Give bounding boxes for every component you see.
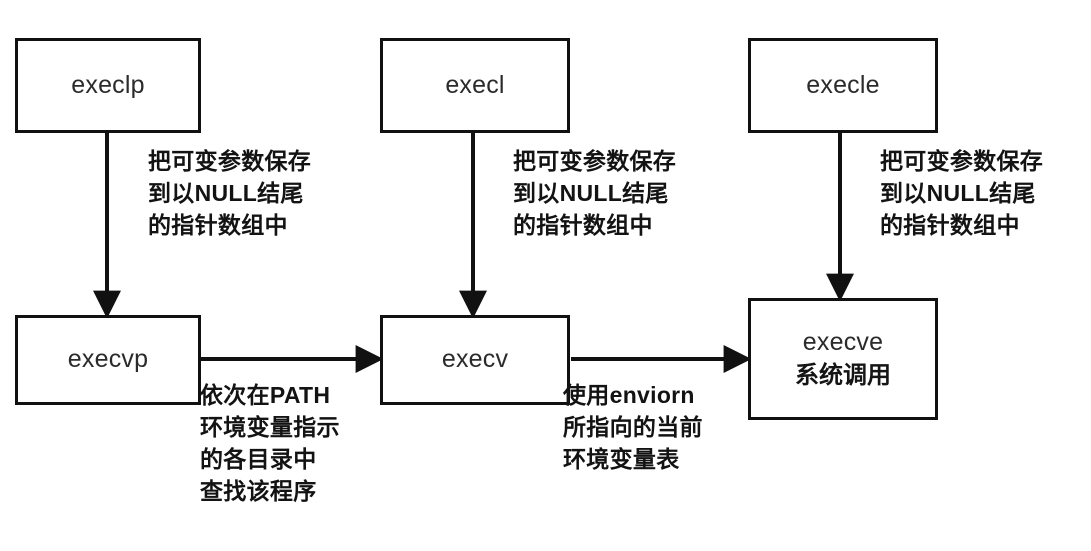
node-execvp[interactable]: execvp [15, 315, 201, 405]
node-label: execl [445, 70, 505, 99]
note-execlp-to-execvp: 把可变参数保存 到以NULL结尾 的指针数组中 [148, 148, 312, 238]
note-execl-to-execv: 把可变参数保存 到以NULL结尾 的指针数组中 [513, 148, 677, 238]
node-execve[interactable]: execve 系统调用 [748, 298, 938, 420]
node-execv[interactable]: execv [380, 315, 570, 405]
node-execlp[interactable]: execlp [15, 38, 201, 133]
note-execv-to-execve: 使用enviorn 所指向的当前 环境变量表 [563, 382, 703, 472]
node-execl[interactable]: execl [380, 38, 570, 133]
node-label: execv [441, 345, 509, 374]
node-sublabel: 系统调用 [795, 361, 891, 389]
note-execle-to-execve: 把可变参数保存 到以NULL结尾 的指针数组中 [880, 148, 1044, 238]
node-label: execle [806, 70, 880, 99]
node-execle[interactable]: execle [748, 38, 938, 133]
node-label: execvp [67, 345, 149, 374]
node-label: execlp [71, 70, 145, 99]
note-execvp-to-execv: 依次在PATH 环境变量指示 的各目录中 查找该程序 [200, 382, 340, 504]
node-label: execve [802, 328, 884, 357]
